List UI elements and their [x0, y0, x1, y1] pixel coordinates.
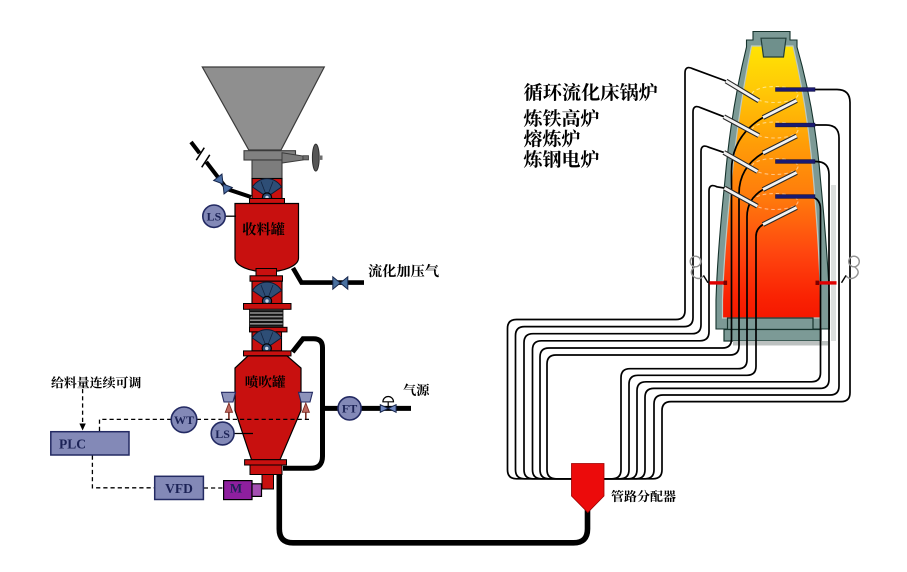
- svg-text:M: M: [230, 480, 242, 495]
- svg-text:LS: LS: [207, 210, 222, 224]
- svg-text:WT: WT: [174, 413, 194, 427]
- svg-text:VFD: VFD: [165, 481, 193, 496]
- svg-text:PLC: PLC: [59, 437, 86, 452]
- svg-text:LS: LS: [215, 427, 230, 441]
- svg-text:FT: FT: [342, 402, 357, 416]
